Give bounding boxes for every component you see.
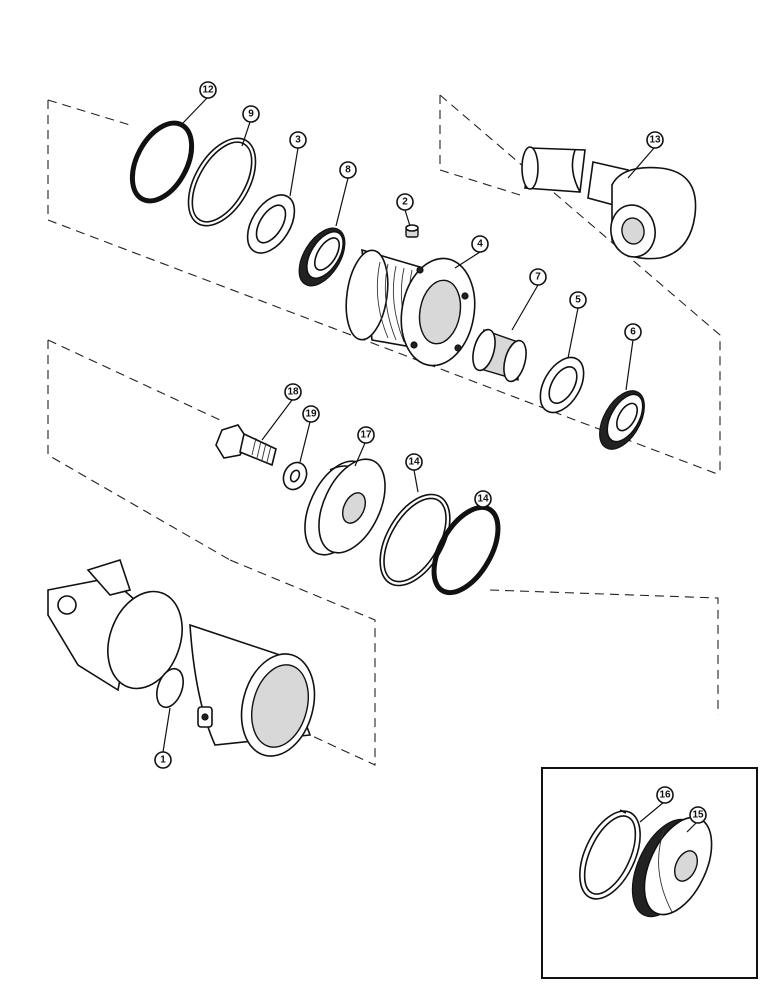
callout-13: 14	[474, 490, 492, 508]
callout-8: 8	[339, 161, 357, 179]
part-4-cylinder-head	[345, 248, 476, 367]
callout-17: 17	[357, 426, 375, 444]
callout-9: 9	[242, 105, 260, 123]
svg-text:9: 9	[248, 109, 254, 120]
part-19-washer	[282, 461, 308, 491]
part-16-wear-ring	[579, 809, 641, 900]
svg-text:5: 5	[575, 295, 581, 306]
svg-text:3: 3	[295, 135, 301, 146]
callout-4: 4	[471, 235, 489, 253]
part-8-seal	[298, 227, 346, 287]
part-3-backup-washer	[246, 194, 296, 254]
svg-text:6: 6	[630, 327, 636, 338]
part-12-piston-rod	[521, 146, 697, 260]
callout-12: 13	[646, 131, 664, 149]
callout-19: 19	[302, 405, 320, 423]
callout-10: 12	[199, 81, 217, 99]
svg-text:15: 15	[692, 810, 704, 821]
callout-2: 2	[396, 193, 414, 211]
part-2-plug	[405, 224, 419, 238]
callout-16: 16	[656, 786, 674, 804]
svg-text:7: 7	[535, 272, 541, 283]
callout-5: 5	[569, 291, 587, 309]
svg-text:17: 17	[360, 430, 372, 441]
svg-text:19: 19	[305, 409, 317, 420]
callout-15: 15	[689, 806, 707, 824]
svg-text:1: 1	[160, 755, 166, 766]
svg-text:18: 18	[287, 387, 299, 398]
part-9-o-ring	[187, 137, 257, 227]
svg-text:16: 16	[659, 790, 671, 801]
callout-6: 6	[624, 323, 642, 341]
svg-text:14: 14	[408, 457, 420, 468]
callout-3: 3	[289, 131, 307, 149]
callout-14: 14	[405, 453, 423, 471]
callout-1: 1	[154, 751, 172, 769]
part-17-piston	[304, 458, 386, 556]
svg-text:13: 13	[649, 135, 661, 146]
leader-lines	[162, 96, 698, 833]
part-13-ring	[431, 504, 501, 596]
svg-text:14: 14	[477, 494, 489, 505]
svg-text:8: 8	[345, 165, 351, 176]
part-1-cylinder-tube	[47, 559, 316, 757]
part-18-bolt	[215, 424, 277, 467]
svg-text:2: 2	[402, 197, 408, 208]
part-15-piston	[631, 816, 713, 918]
part-7-bushing	[472, 328, 527, 383]
callout-7: 7	[529, 268, 547, 286]
part-6-wiper-seal	[599, 390, 645, 450]
svg-text:4: 4	[477, 239, 483, 250]
part-10-snap-ring	[129, 120, 195, 204]
callout-18: 18	[284, 383, 302, 401]
inset-box	[541, 767, 758, 979]
part-5-washer	[539, 356, 585, 414]
svg-text:12: 12	[202, 85, 214, 96]
